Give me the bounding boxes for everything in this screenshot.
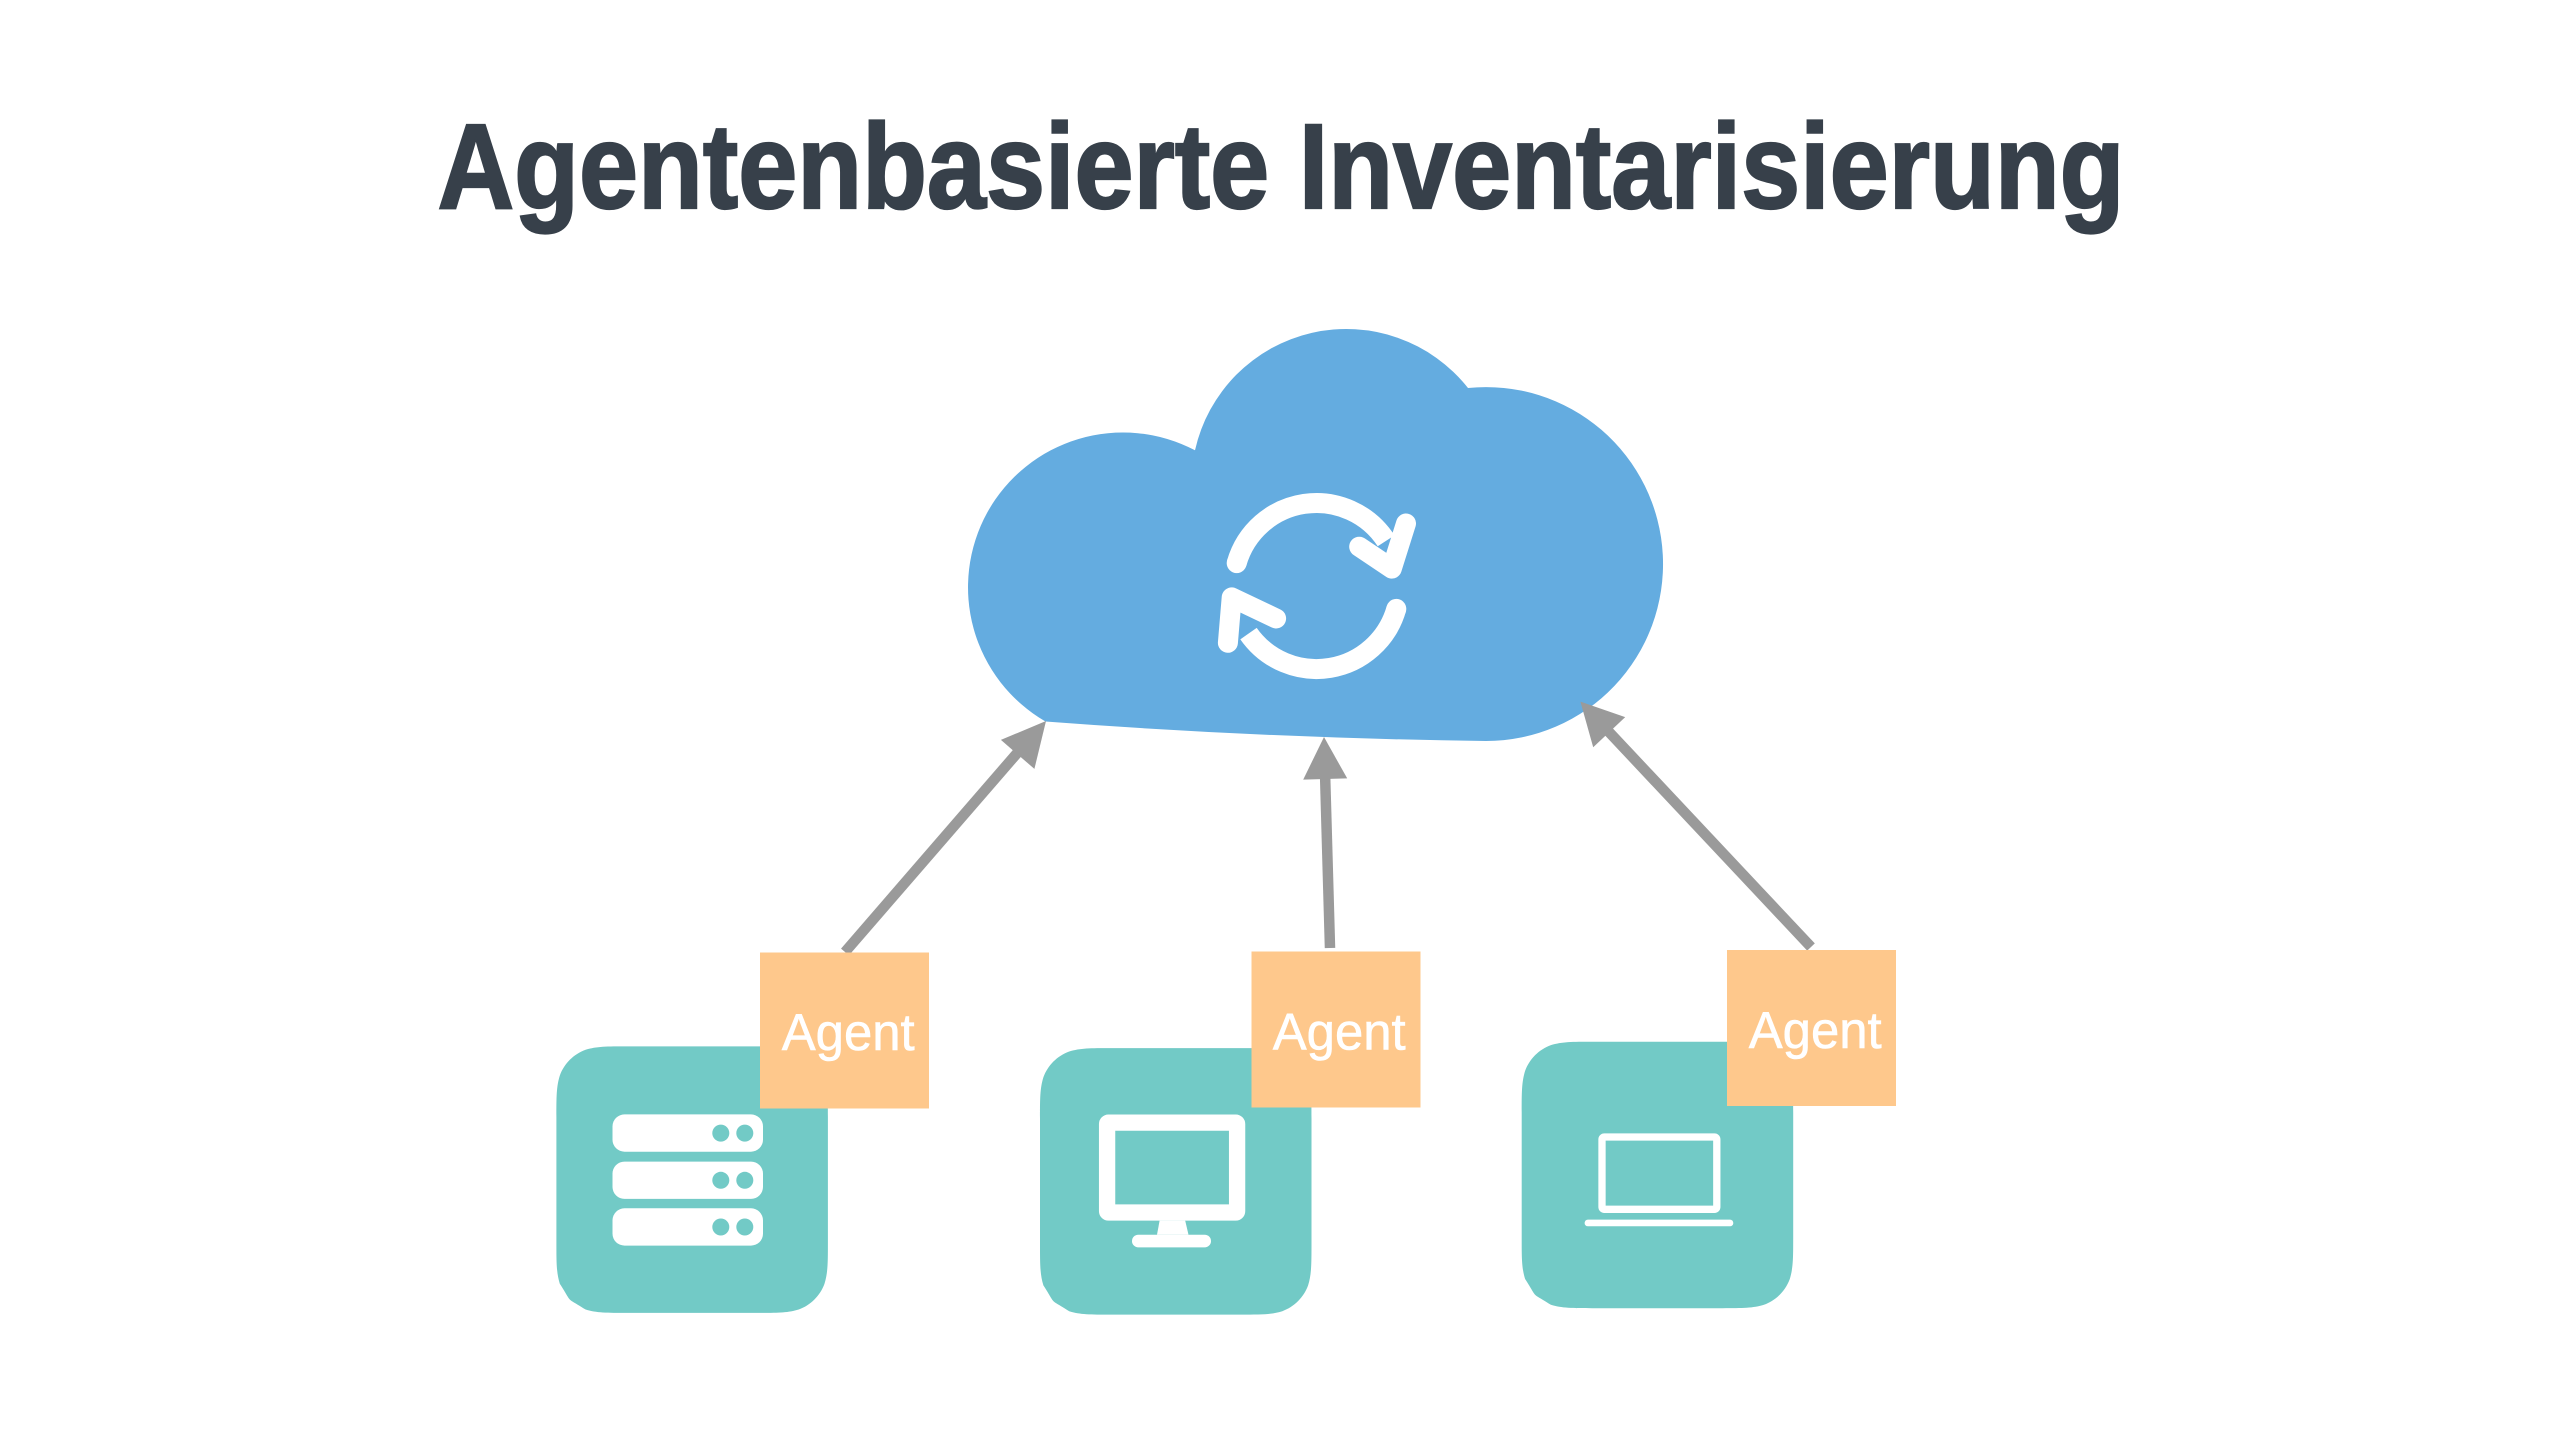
svg-text:Agent: Agent xyxy=(782,1004,916,1062)
svg-text:Agentenbasierte Inventarisieru: Agentenbasierte Inventarisierung xyxy=(438,98,2125,234)
svg-text:Agent: Agent xyxy=(1749,1002,1883,1060)
svg-text:Agent: Agent xyxy=(1273,1004,1407,1062)
